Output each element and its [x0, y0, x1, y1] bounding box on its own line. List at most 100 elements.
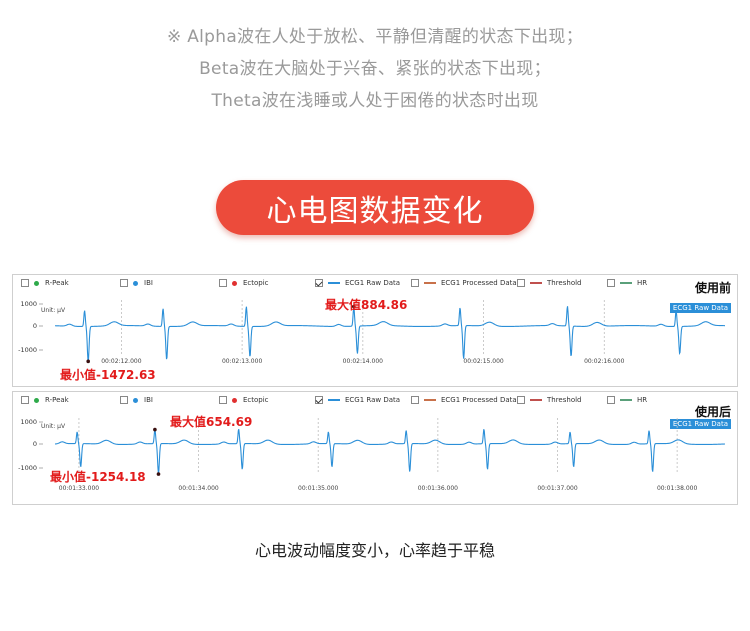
- legend-dot: [133, 280, 138, 286]
- panel-tag: 使用后: [694, 405, 731, 419]
- legend-checkbox[interactable]: [315, 396, 323, 404]
- legend-label: HR: [637, 279, 648, 287]
- legend-line: [620, 399, 632, 401]
- legend-checkbox[interactable]: [21, 279, 29, 287]
- x-tick-label: 00:02:16.000: [584, 358, 624, 365]
- legend-item[interactable]: Ectopic: [219, 279, 269, 287]
- legend-item[interactable]: R-Peak: [21, 396, 69, 404]
- legend-line: [328, 399, 340, 401]
- legend-label: ECG1 Processed Data: [441, 279, 517, 287]
- legend-label: ECG1 Raw Data: [345, 279, 401, 287]
- ecg-waveform: [54, 428, 726, 474]
- legend-label: ECG1 Processed Data: [441, 396, 517, 404]
- legend-item[interactable]: Ectopic: [219, 396, 269, 404]
- legend-line: [530, 399, 542, 401]
- legend-label: R-Peak: [45, 279, 69, 287]
- max-label: 最大值654.69: [170, 415, 253, 429]
- legend-checkbox[interactable]: [411, 279, 419, 287]
- x-tick-label: 00:02:14.000: [343, 358, 383, 365]
- x-tick-label: 00:01:35.000: [298, 485, 338, 492]
- legend-item[interactable]: ECG1 Raw Data: [315, 396, 400, 404]
- legend-checkbox[interactable]: [411, 396, 419, 404]
- x-tick-label: 00:01:34.000: [178, 485, 218, 492]
- x-tick-label: 00:01:33.000: [59, 485, 99, 492]
- legend-label: Ectopic: [243, 279, 269, 287]
- section-title: 心电图数据变化: [216, 180, 534, 235]
- x-tick-label: 00:01:38.000: [657, 485, 697, 492]
- legend-checkbox[interactable]: [219, 279, 227, 287]
- legend-line: [530, 282, 542, 284]
- legend-checkbox[interactable]: [607, 396, 615, 404]
- ecg-chart: 00:02:12.000 00:02:13.000 00:02:14.000 00:0…: [18, 300, 726, 365]
- legend-label: Ectopic: [243, 396, 269, 404]
- min-marker: [156, 472, 161, 476]
- panel-tag: 使用前: [694, 281, 731, 295]
- footer-caption: 心电波动幅度变小，心率趋于平稳: [254, 541, 495, 560]
- ecg-waveform: [54, 306, 726, 362]
- x-tick-label: 00:02:13.000: [222, 358, 262, 365]
- legend-dot: [232, 280, 237, 286]
- legend-dot: [34, 280, 39, 286]
- legend-checkbox[interactable]: [607, 279, 615, 287]
- x-tick-label: 00:02:12.000: [101, 358, 141, 365]
- series-badge: ECG1 Raw Data: [669, 303, 731, 313]
- legend-dot: [232, 397, 237, 403]
- legend-checkbox[interactable]: [517, 279, 525, 287]
- legend-checkbox[interactable]: [120, 396, 128, 404]
- legend-item[interactable]: ECG1 Processed Data: [411, 396, 517, 404]
- legend: R-Peak IBI Ectopic ECG1 Raw Data ECG1 Proces…: [13, 279, 737, 293]
- y-tick-label: 0: [33, 322, 37, 330]
- legend-dot: [34, 397, 39, 403]
- legend-label: IBI: [144, 396, 153, 404]
- legend-item[interactable]: IBI: [120, 396, 153, 404]
- legend-checkbox[interactable]: [219, 396, 227, 404]
- note-alpha: ※ Alpha波在人处于放松、平静但清醒的状态下出现；: [166, 27, 584, 47]
- legend-label: ECG1 Raw Data: [345, 396, 401, 404]
- min-label: 最小值-1472.63: [60, 368, 156, 382]
- y-tick-label: -1000: [18, 346, 37, 354]
- min-label: 最小值-1254.18: [50, 470, 146, 484]
- x-tick-label: 00:01:36.000: [418, 485, 458, 492]
- legend-item[interactable]: ECG1 Processed Data: [411, 279, 517, 287]
- unit-label: Unit: μV: [41, 307, 66, 314]
- max-label: 最大值884.86: [325, 298, 408, 312]
- legend-checkbox[interactable]: [517, 396, 525, 404]
- note-beta: Beta波在大脑处于兴奋、紧张的状态下出现；: [199, 59, 551, 79]
- unit-label: Unit: μV: [41, 423, 66, 430]
- legend-label: R-Peak: [45, 396, 69, 404]
- legend-label: IBI: [144, 279, 153, 287]
- x-tick-label: 00:02:15.000: [463, 358, 503, 365]
- series-badge: ECG1 Raw Data: [669, 419, 731, 429]
- max-marker: [153, 427, 157, 432]
- y-tick-label: 0: [33, 440, 37, 448]
- y-tick-label: 1000: [20, 418, 37, 426]
- legend-item[interactable]: Threshold: [517, 396, 582, 404]
- max-marker: [351, 304, 356, 309]
- legend-checkbox[interactable]: [120, 279, 128, 287]
- legend-checkbox[interactable]: [21, 396, 29, 404]
- legend-item[interactable]: ECG1 Raw Data: [315, 279, 400, 287]
- legend-item[interactable]: HR: [607, 279, 647, 287]
- legend-item[interactable]: HR: [607, 396, 647, 404]
- legend-item[interactable]: R-Peak: [21, 279, 69, 287]
- legend-item[interactable]: Threshold: [517, 279, 582, 287]
- legend-line: [620, 282, 632, 284]
- y-tick-label: 1000: [20, 300, 37, 308]
- legend-checkbox[interactable]: [315, 279, 323, 287]
- legend-label: HR: [637, 396, 648, 404]
- note-theta: Theta波在浅睡或人处于困倦的状态时出现: [211, 91, 539, 111]
- legend-label: Threshold: [547, 396, 582, 404]
- legend-item[interactable]: IBI: [120, 279, 153, 287]
- legend-line: [424, 399, 436, 401]
- min-marker: [86, 359, 90, 364]
- legend-line: [328, 282, 340, 284]
- legend: R-Peak IBI Ectopic ECG1 Raw Data ECG1 Proces…: [13, 396, 737, 410]
- x-tick-label: 00:01:37.000: [537, 485, 577, 492]
- legend-line: [424, 282, 436, 284]
- legend-dot: [133, 397, 138, 403]
- legend-label: Threshold: [547, 279, 582, 287]
- y-tick-label: -1000: [18, 464, 37, 472]
- ecg-chart: 00:01:33.000 00:01:34.000 00:01:35.000 00:0…: [18, 418, 726, 492]
